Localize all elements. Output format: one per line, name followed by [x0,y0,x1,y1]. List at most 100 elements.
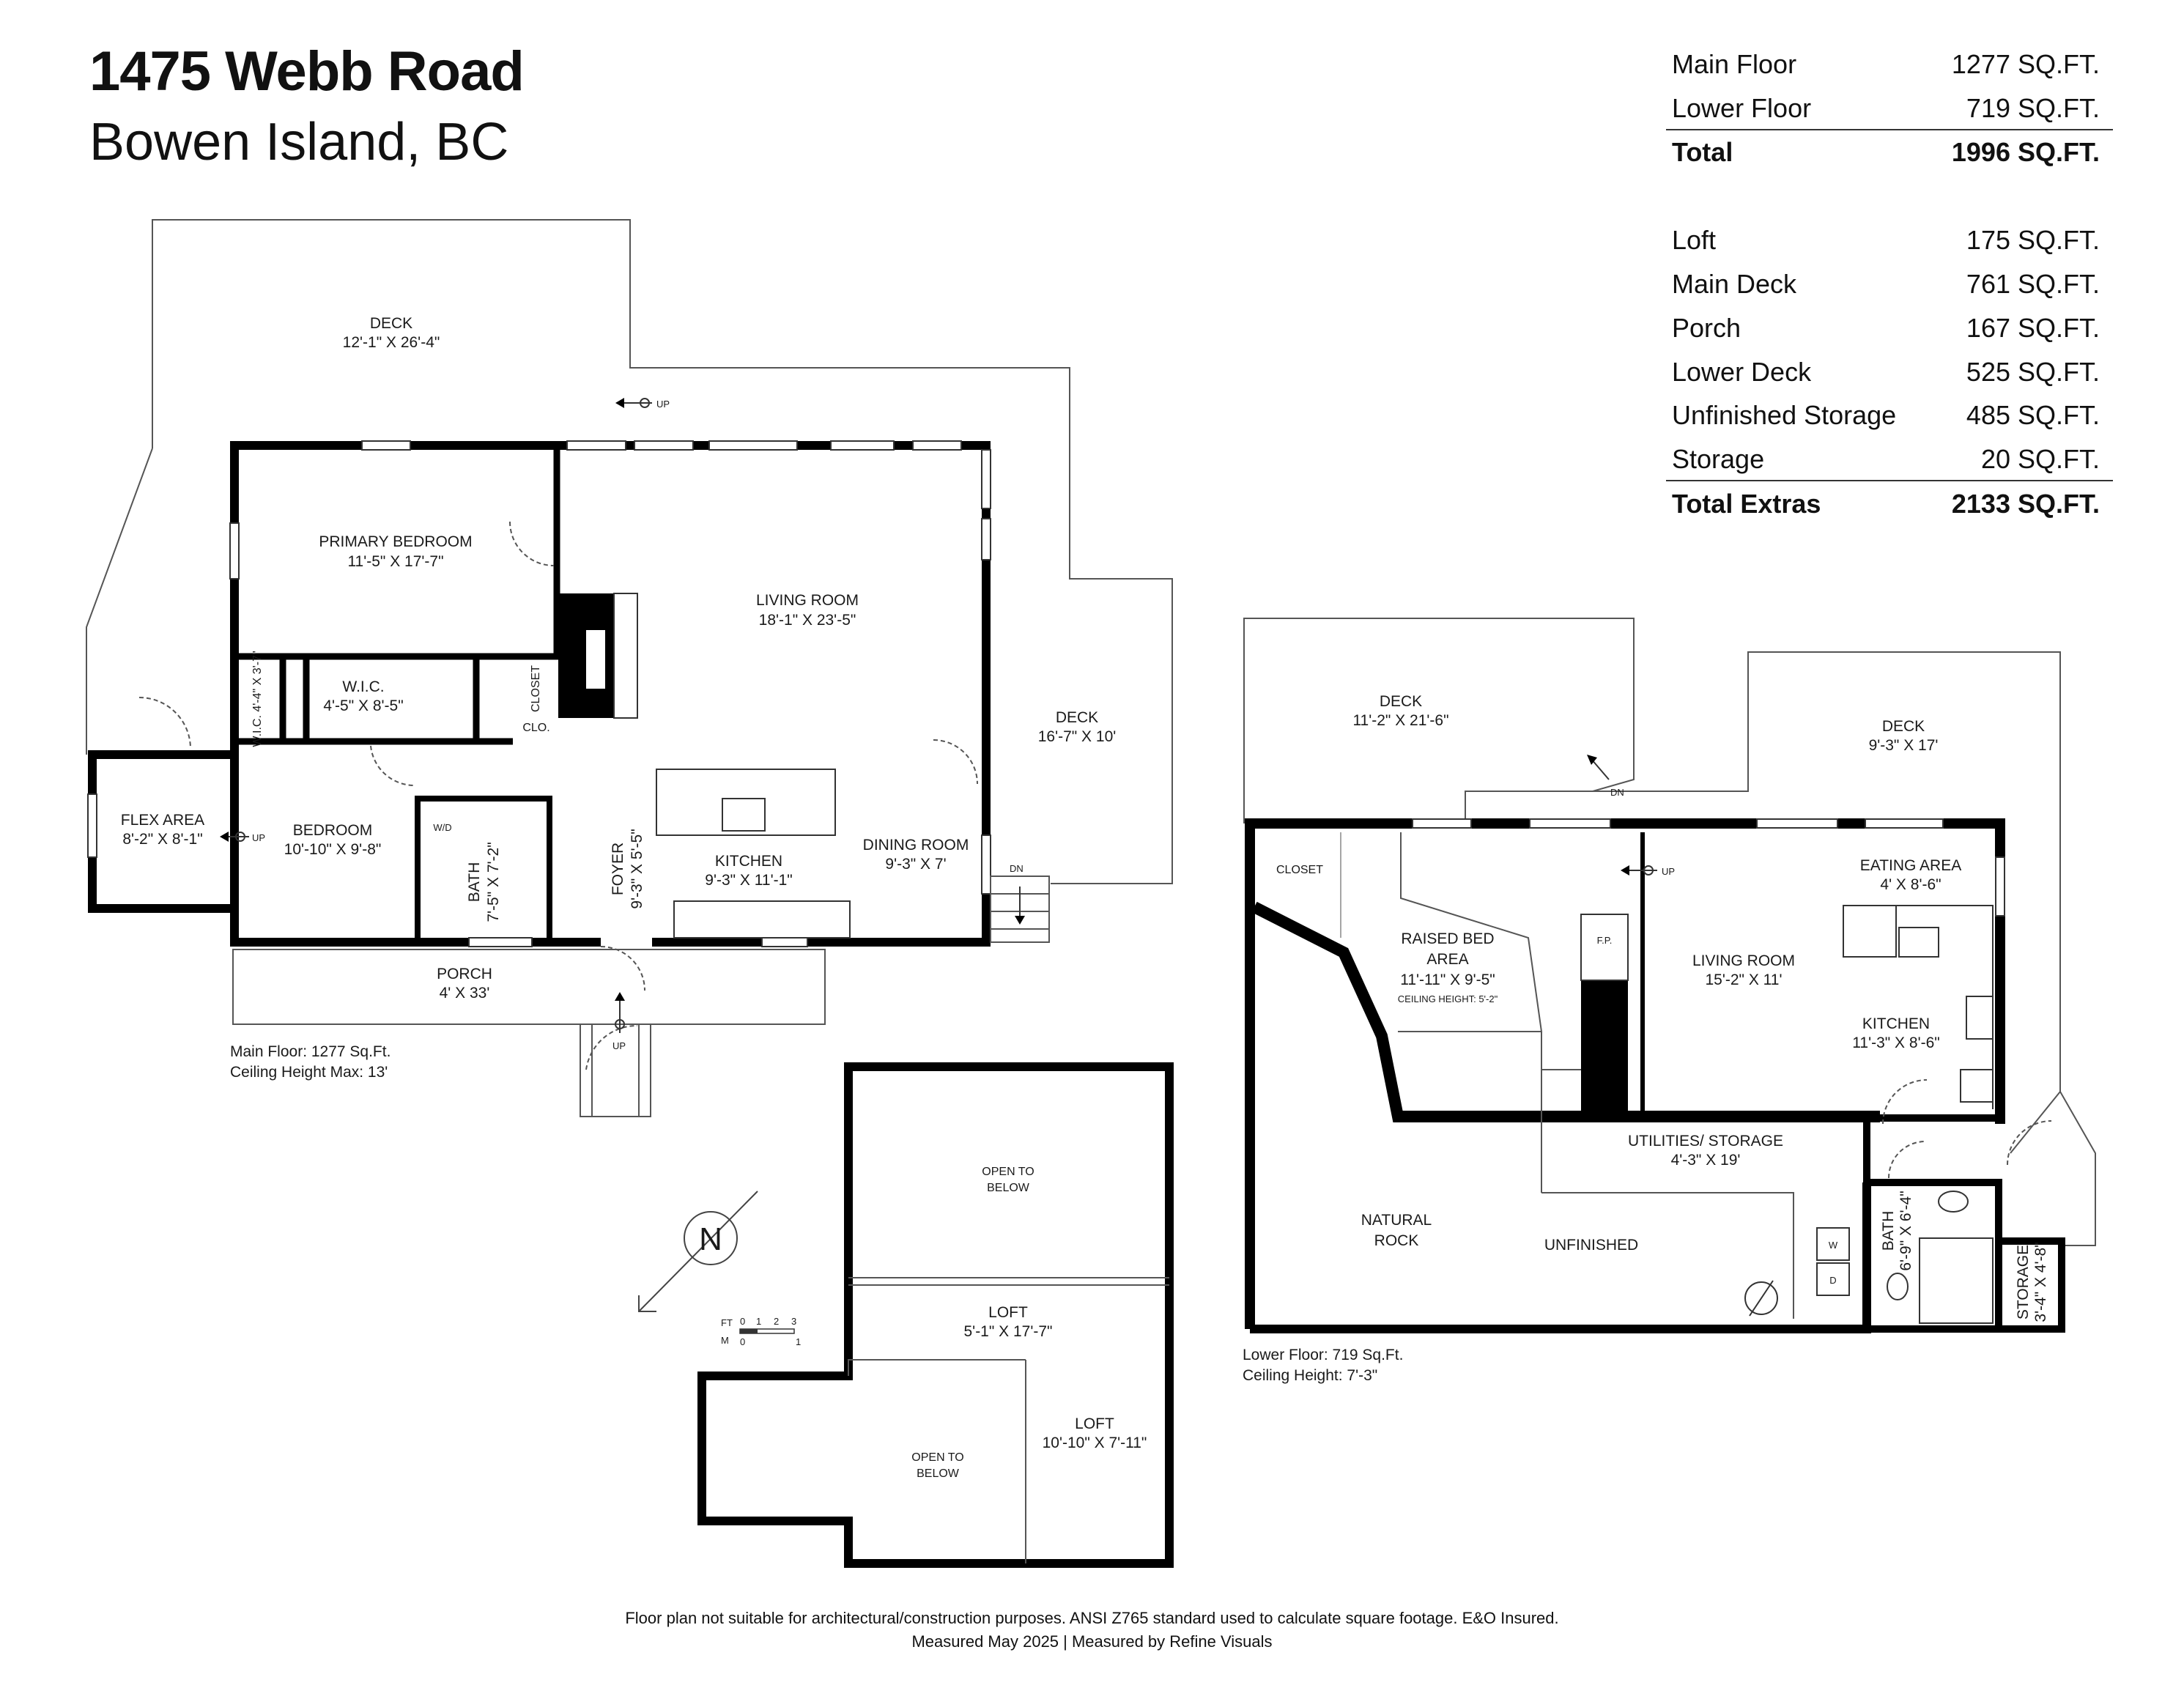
room-dims: 4'-5" X 8'-5" [323,697,403,714]
room-dims: 11'-2" X 21'-6" [1352,712,1448,729]
room-label-vertical: BATH [466,862,483,902]
window [468,937,533,947]
sink [1887,1273,1909,1300]
room-label: W.I.C. [342,678,384,695]
window [1412,818,1472,829]
room-label: ROCK [1374,1232,1419,1249]
room-dims-vertical: 3'-4" X 4'-8" [2032,1242,2049,1322]
room-dims: 16'-7" X 10' [1038,728,1117,745]
door-swing [1888,1141,1926,1179]
window [1529,818,1611,829]
floor-note: Ceiling Height Max: 13' [230,1064,388,1081]
ceiling-note: CEILING HEIGHT: 5'-2" [1398,993,1498,1004]
room-label: DECK [1056,709,1098,726]
room-label: DECK [370,315,412,332]
main-deck-top-outline [152,219,1173,884]
sqft-row: Unfinished Storage 485 SQ.FT. [1666,400,2106,437]
scale-tick: 0 [740,1336,745,1347]
window [229,522,240,580]
property-address: 1475 Webb Road [89,40,525,103]
room-label: LOFT [1075,1415,1114,1432]
room-label: DECK [1882,718,1925,735]
floor-note: Main Floor: 1277 Sq.Ft. [230,1043,390,1060]
room-label: NATURAL [1361,1212,1432,1229]
closet-label: CLOSET [530,665,542,712]
room-dims: 4' X 33' [440,985,490,1002]
loft-open-label: OPEN TO [911,1451,963,1464]
sqft-name: Total Extras [1672,489,1821,519]
window [566,440,626,451]
washer-label: W [1829,1240,1838,1251]
main-deck-left-outline [86,448,153,755]
lower-exterior-wall [1863,1114,2000,1182]
room-dims: 9'-3" X 11'-1" [705,872,792,889]
room-label: LIVING ROOM [1692,952,1795,969]
room-dims: 15'-2" X 11' [1706,971,1783,988]
kitchen-counter [673,900,851,939]
door-swing [1882,1079,1928,1125]
door-swing [933,739,978,785]
closet-label: CLOSET [1276,864,1323,876]
interior-line [1541,1192,1794,1319]
cooktop [722,798,766,832]
lower-floor-plan: DECK 11'-2" X 21'-6" DECK 9'-3" X 17' CL… [1243,618,2096,1384]
scale-tick: 1 [796,1336,801,1347]
room-dims: 10'-10" X 7'-11" [1043,1435,1147,1451]
sqft-value: 2133 SQ.FT. [1951,489,2100,519]
scale-tick: 1 [756,1316,761,1327]
lower-exterior-wall [1245,818,2005,1329]
room-label: RAISED BED [1401,930,1494,947]
sqft-name: Main Deck [1672,269,1797,299]
room-label-vertical: FOYER [610,843,626,895]
room-dims-vertical: 7'-5" X 7'-2" [485,842,502,922]
sqft-value: 485 SQ.FT. [1966,400,2100,430]
sqft-name: Unfinished Storage [1672,400,1897,430]
stair-up-label: UP [612,1040,626,1051]
shower [1919,1237,1994,1324]
door-swing [370,745,415,787]
sink [1898,927,1939,958]
dishwasher [1960,1069,1994,1103]
sqft-value: 167 SQ.FT. [1966,313,2100,343]
fireplace-opening [586,630,605,689]
porch-outline [232,949,826,1025]
stair-down-label: DN [1610,787,1624,798]
room-dims: 12'-1" X 26'-4" [343,334,440,351]
room-label-vertical: STORAGE [2015,1245,2032,1319]
fireplace [1581,980,1628,1112]
sqft-value: 719 SQ.FT. [1966,93,2100,123]
loft-plan: OPEN TO BELOW LOFT 5'-1" X 17'-7" OPEN T… [697,1062,1174,1568]
room-label: LIVING ROOM [756,592,859,609]
sqft-divider [1666,129,2113,130]
window [830,440,895,451]
sqft-name: Storage [1672,444,1765,474]
sqft-value: 175 SQ.FT. [1966,225,2100,255]
room-label: PORCH [437,966,492,982]
stair-down-label: DN [1010,863,1023,874]
storage-walls [1995,1237,2065,1333]
window [1756,818,1838,829]
scale-unit-label: FT [721,1317,733,1328]
compass-letter: N [699,1221,722,1257]
room-label: EATING AREA [1860,857,1961,874]
loft-exterior-wall [697,1062,1174,1568]
stairs [990,876,1050,943]
window [361,440,411,451]
room-dims: 11'-11" X 9'-5" [1400,971,1495,988]
sqft-total-extras-row: Total Extras 2133 SQ.FT. [1666,489,2106,525]
floor-note: Lower Floor: 719 Sq.Ft. [1243,1347,1403,1363]
room-dims-vertical: 9'-3" X 5'-5" [629,829,645,908]
window [1995,856,2005,917]
window [912,440,962,451]
sqft-value: 525 SQ.FT. [1966,357,2100,387]
scale-unit-label: M [721,1335,729,1346]
lower-deck-outline [2010,1090,2096,1246]
primary-bedroom-wall [234,445,560,660]
room-dims: 8'-2" X 8'-1" [122,831,202,848]
fireplace-hearth [1580,914,1629,981]
room-dims: 11'-3" X 8'-6" [1852,1034,1939,1051]
